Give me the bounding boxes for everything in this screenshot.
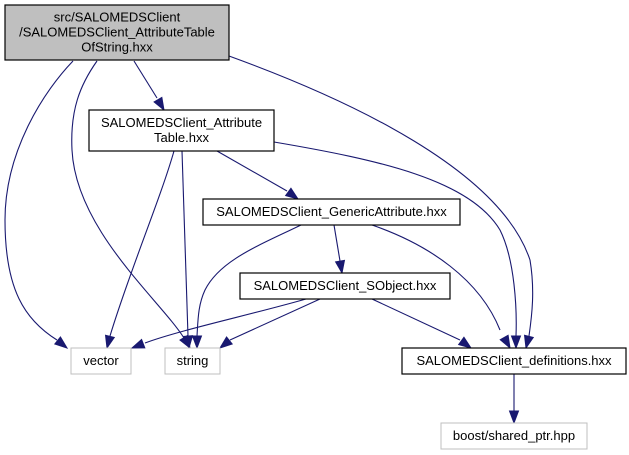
edge-definitions-to-sharedptr [508, 374, 520, 425]
edge-root-to-string [71, 60, 191, 350]
edge-line [109, 150, 175, 337]
node-sharedptr: boost/shared_ptr.hpp [440, 422, 588, 450]
edge-line [144, 298, 307, 344]
node-label: SALOMEDSClient_GenericAttribute.hxx [216, 204, 447, 219]
edge-attrtable-to-definitions [273, 141, 522, 350]
node-label: SALOMEDSClient_definitions.hxx [416, 353, 612, 368]
edge-root-to-definitions [228, 55, 535, 350]
nodes-layer: src/SALOMEDSClient/SALOMEDSClient_Attrib… [4, 4, 627, 450]
node-label: OfString.hxx [81, 40, 153, 55]
arrowhead-icon [499, 334, 511, 350]
node-definitions[interactable]: SALOMEDSClient_definitions.hxx [401, 347, 627, 375]
edge-sobject-to-definitions [371, 298, 473, 349]
edge-line [71, 60, 185, 339]
edge-generic-to-sobject [333, 224, 346, 275]
arrowhead-icon [182, 335, 194, 350]
arrowhead-icon [53, 336, 69, 349]
edge-line [371, 298, 461, 341]
edge-attrtable-to-string [181, 150, 194, 350]
node-label: boost/shared_ptr.hpp [453, 428, 575, 443]
edge-line [333, 224, 341, 262]
node-label: SALOMEDSClient_Attribute [101, 115, 262, 130]
node-box [88, 109, 275, 152]
edge-line [181, 150, 189, 337]
node-label: vector [83, 353, 119, 368]
node-box [239, 272, 451, 300]
edge-generic-to-string [191, 224, 302, 350]
node-label: SALOMEDSClient_SObject.hxx [254, 278, 437, 293]
node-box [440, 422, 588, 450]
edge-root-to-attrtable [133, 60, 165, 112]
node-vector: vector [70, 347, 132, 375]
edge-attrtable-to-vector [104, 150, 175, 350]
arrowhead-icon [457, 336, 473, 349]
edge-line [4, 60, 74, 341]
edge-sobject-to-string [218, 298, 321, 349]
arrowhead-icon [510, 335, 522, 350]
node-box [164, 347, 221, 375]
edge-line [273, 141, 517, 337]
arrowhead-icon [334, 259, 346, 275]
arrowhead-icon [218, 336, 234, 349]
arrowhead-icon [130, 338, 146, 349]
arrowhead-icon [523, 334, 535, 350]
node-box [401, 347, 627, 375]
node-generic[interactable]: SALOMEDSClient_GenericAttribute.hxx [202, 198, 461, 226]
node-attrtable[interactable]: SALOMEDSClient_AttributeTable.hxx [88, 109, 275, 152]
arrowhead-icon [508, 410, 520, 425]
node-label: src/SALOMEDSClient [54, 10, 181, 25]
arrowhead-icon [284, 187, 300, 200]
edge-generic-to-definitions [371, 224, 511, 350]
edge-line [371, 224, 501, 331]
edge-line [133, 60, 158, 99]
edge-line [228, 55, 534, 337]
edge-line [196, 224, 302, 337]
edge-line [229, 298, 321, 341]
node-label: string [177, 353, 209, 368]
node-root[interactable]: src/SALOMEDSClient/SALOMEDSClient_Attrib… [4, 4, 230, 61]
node-box [202, 198, 461, 226]
edges-layer [4, 55, 535, 425]
edge-attrtable-to-generic [216, 150, 300, 200]
node-label: /SALOMEDSClient_AttributeTable [19, 25, 215, 40]
edge-line [216, 150, 288, 192]
node-box [70, 347, 132, 375]
node-string: string [164, 347, 221, 375]
edge-sobject-to-vector [130, 298, 307, 349]
node-box [4, 4, 230, 61]
edge-root-to-vector [4, 60, 74, 349]
arrowhead-icon [191, 335, 203, 350]
arrowhead-icon [153, 96, 165, 112]
node-sobject[interactable]: SALOMEDSClient_SObject.hxx [239, 272, 451, 300]
node-label: Table.hxx [154, 130, 209, 145]
arrowhead-icon [104, 334, 116, 350]
